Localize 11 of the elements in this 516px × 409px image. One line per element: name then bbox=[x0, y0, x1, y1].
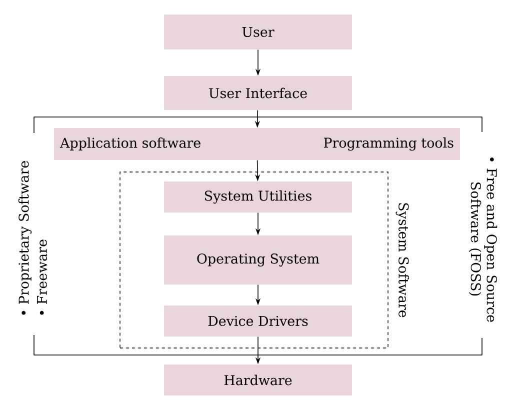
process-box: User bbox=[164, 14, 352, 50]
side-label: • Free and Open Source Software (FOSS) bbox=[468, 158, 498, 322]
layer-band: Application software Programming tools bbox=[54, 128, 460, 160]
process-box: Hardware bbox=[164, 364, 352, 396]
process-box: User Interface bbox=[164, 76, 352, 110]
process-box: System Utilities bbox=[164, 182, 352, 212]
process-box: Device Drivers bbox=[164, 306, 352, 336]
process-box: Operating System bbox=[164, 236, 352, 284]
side-label: System Software bbox=[396, 203, 409, 318]
side-label: • Freeware bbox=[37, 240, 47, 315]
side-label: • Proprietary Software bbox=[18, 161, 32, 315]
